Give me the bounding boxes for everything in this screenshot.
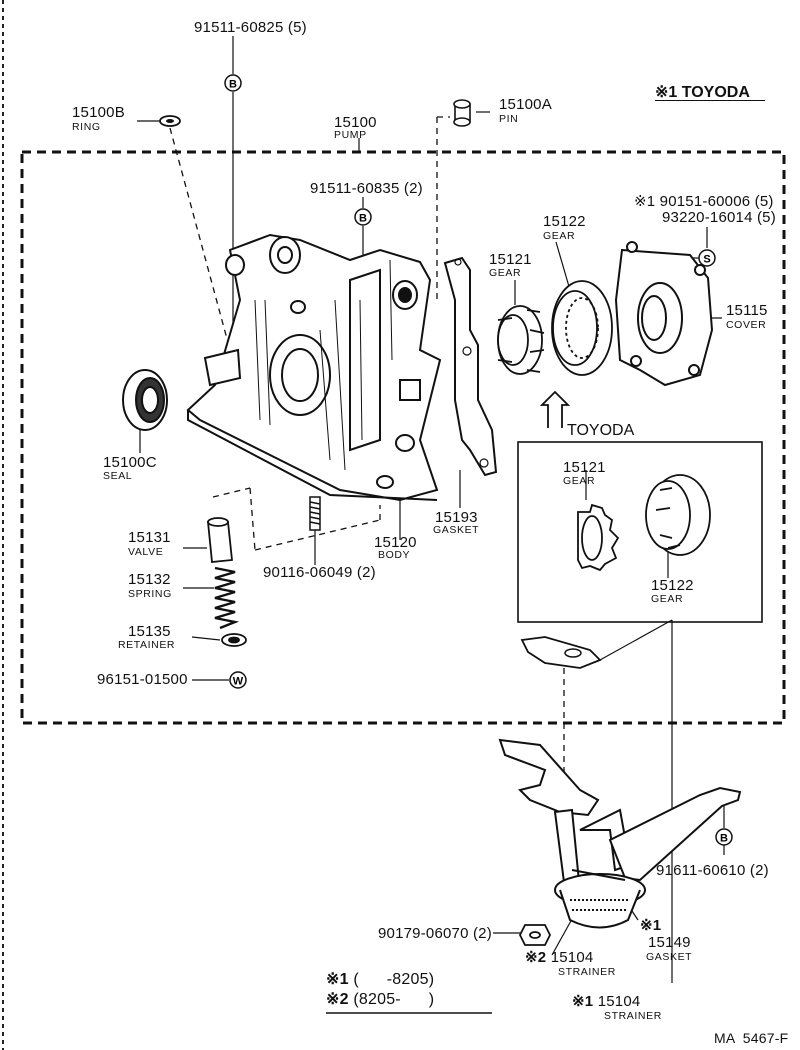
stud-part [309, 496, 321, 531]
valve-number: 15131 [128, 529, 171, 546]
ring-number: 15100B [72, 104, 125, 121]
pump-name: PUMP [334, 129, 367, 141]
pin-part [453, 99, 471, 127]
toyoda-gear-15122-number: 15122 [651, 577, 694, 594]
legend-row-2: ※2 (8205- ) [326, 992, 434, 1008]
svg-text:S: S [703, 254, 710, 266]
cover-15115-part [614, 241, 714, 387]
toyoda-gear-15121-number: 15121 [563, 459, 606, 476]
toyoda-arrow [539, 390, 571, 428]
variant-note-underline [655, 100, 765, 101]
body-hatch [254, 259, 393, 471]
toyoda-gear-15121-name: GEAR [563, 475, 596, 487]
gear-15121-part [497, 305, 545, 375]
strainer-1-mark: ※1 [572, 993, 594, 1010]
strainer-assembly-part [498, 738, 742, 929]
ring-name: RING [72, 121, 101, 133]
gasket-15193-part [443, 256, 498, 477]
valve-15131-part [207, 517, 233, 563]
gear-15121-number: 15121 [489, 251, 532, 268]
toyoda-gear-15121-part [577, 503, 620, 572]
bolt-60835-label: 91511-60835 (2) [310, 180, 423, 197]
gasket-15193-name: GASKET [433, 524, 480, 536]
gasket-15149-number: 15149 [648, 934, 691, 951]
strainer-2-mark: ※2 [525, 949, 547, 966]
cover-name: COVER [726, 319, 767, 331]
body-name: BODY [378, 549, 411, 561]
diagram-code: MA 5467-F [714, 1030, 789, 1046]
nut-06070-label: 90179-06070 (2) [378, 925, 492, 942]
toyoda-box-label: TOYODA [567, 422, 635, 439]
strainer-1-label: ※1 15104 [572, 994, 640, 1010]
gasket-15193-number: 15193 [435, 509, 478, 526]
spring-15132-part [214, 566, 240, 630]
toyoda-gear-15122-part [645, 474, 711, 556]
legend-row-2-range: (8205- ) [353, 991, 435, 1008]
strainer-2-label: ※2 15104 [525, 950, 593, 966]
retainer-name: RETAINER [118, 639, 176, 651]
bolt-60825-label: 91511-60825 (5) [194, 19, 307, 36]
gear-15122-part [551, 280, 613, 376]
toyoda-gear-15122-name: GEAR [651, 593, 684, 605]
gear-15122-number: 15122 [543, 213, 586, 230]
svg-text:B: B [359, 213, 367, 225]
pin-number: 15100A [499, 96, 552, 113]
svg-text:B: B [229, 79, 237, 91]
seal-number: 15100C [103, 454, 157, 471]
body-number: 15120 [374, 534, 417, 551]
nut-part [518, 924, 552, 946]
svg-text:W: W [233, 676, 244, 688]
gasket-15149-mark: ※1 [640, 917, 662, 934]
toyoda-variant-box [517, 441, 763, 623]
bolt-symbol-top: B [224, 74, 242, 92]
bolt-symbol-bottom: B [715, 828, 733, 846]
strainer-gasket-part [520, 636, 602, 669]
pump-number: 15100 [334, 114, 377, 131]
legend-row-1: ※1 ( -8205) [326, 972, 434, 988]
svg-text:B: B [720, 833, 728, 845]
pump-body-part [186, 233, 442, 502]
gasket-15149-name: GASKET [646, 951, 693, 963]
gear-15122-name: GEAR [543, 230, 576, 242]
bolt-60610-label: 91611-60610 (2) [656, 862, 769, 879]
strainer-2-number: 15104 [550, 949, 594, 966]
screw-60006-label: ※1 90151-60006 (5) [634, 193, 774, 210]
strainer-2-name: STRAINER [558, 966, 616, 978]
screw-16014-label: 93220-16014 (5) [662, 209, 776, 226]
valve-name: VALVE [128, 546, 164, 558]
pump-assembly-frame [20, 150, 786, 725]
seal-15100c-part [122, 369, 168, 431]
stud-06049-label: 90116-06049 (2) [263, 564, 376, 581]
legend-row-1-range: ( -8205) [353, 971, 435, 988]
bolt-symbol-mid: B [354, 208, 372, 226]
pin-name: PIN [499, 113, 519, 125]
washer-01500-label: 96151-01500 [97, 671, 188, 688]
spring-number: 15132 [128, 571, 171, 588]
legend-row-1-mark: ※1 [326, 971, 349, 988]
strainer-1-name: STRAINER [604, 1010, 662, 1022]
spring-name: SPRING [128, 588, 172, 600]
retainer-number: 15135 [128, 623, 171, 640]
washer-symbol: W [229, 671, 247, 689]
variant-note: ※1 TOYODA [655, 84, 750, 101]
alignment-dashes [169, 116, 565, 790]
gear-15121-name: GEAR [489, 267, 522, 279]
screw-symbol: S [698, 249, 716, 267]
strainer-1-number: 15104 [597, 993, 641, 1010]
seal-name: SEAL [103, 470, 133, 482]
cover-number: 15115 [726, 302, 768, 319]
legend-row-2-mark: ※2 [326, 991, 349, 1008]
retainer-15135-part [221, 633, 247, 647]
